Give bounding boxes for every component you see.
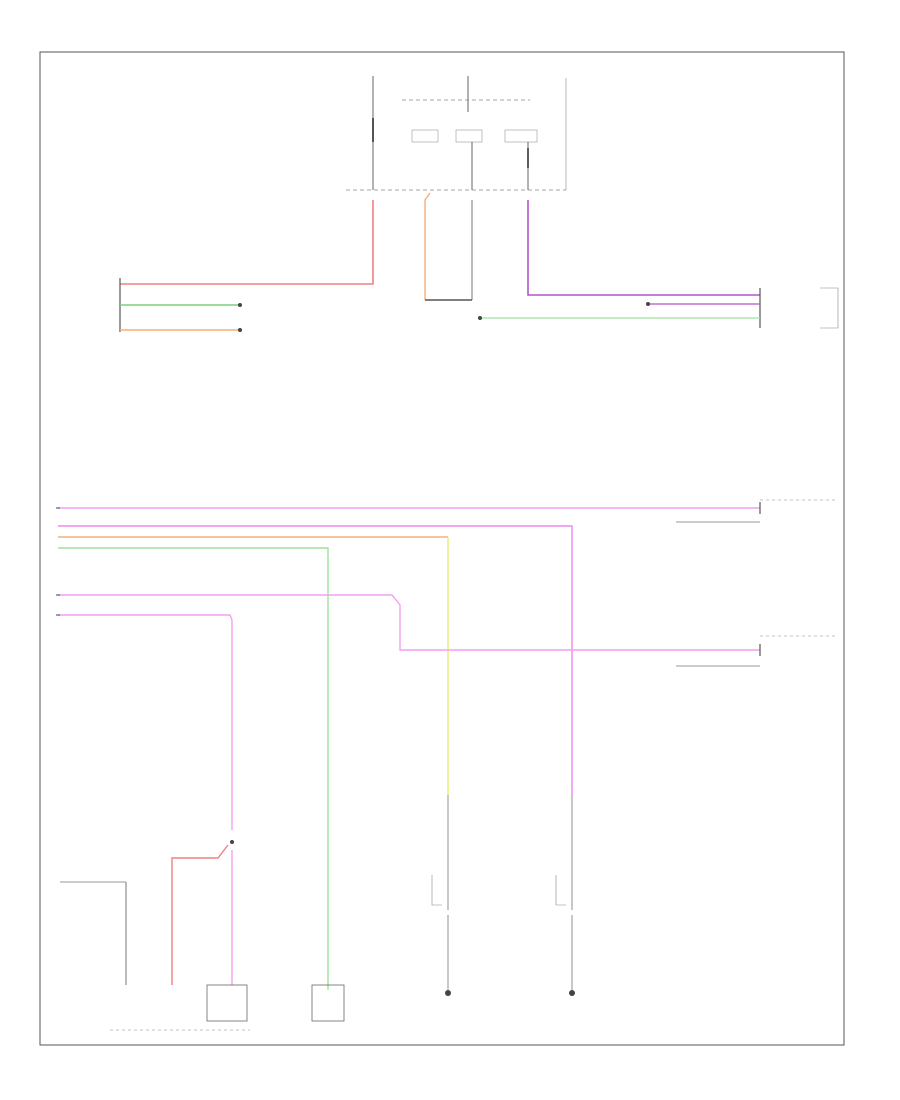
lamp-bracket-right [555,875,566,906]
junction-block [346,76,567,191]
left-module-connector [119,278,242,332]
wire-red-power [120,200,374,285]
harness-runs [56,507,760,990]
ground-point-left [445,990,451,996]
terminal-green-long [478,316,482,320]
wire-red-lower [171,844,229,985]
switch-box [311,984,345,1022]
relay-box-1 [411,129,439,143]
relay-box-3 [504,129,538,143]
relay-box-2 [455,129,483,143]
junction-outputs [120,192,760,301]
module-bracket [820,287,839,329]
wire-orange-junction [424,192,431,300]
wire-green-trunk [58,547,329,990]
switch-contact [230,840,234,844]
right-module-connector [478,287,839,329]
wire-pink-jog [58,594,760,651]
terminal-green [238,303,242,307]
terminal-violet [646,302,650,306]
wire-pink-switch [58,614,233,830]
terminal-orange [238,328,242,332]
diagram-frame [39,51,845,1046]
ground-point-right [569,990,575,996]
wire-magenta-trunk [58,525,573,795]
lamp-bracket-left [431,875,442,906]
module-box [206,984,248,1022]
wire-violet [527,200,760,296]
right-components [676,499,835,667]
bottom-components [60,795,575,1031]
